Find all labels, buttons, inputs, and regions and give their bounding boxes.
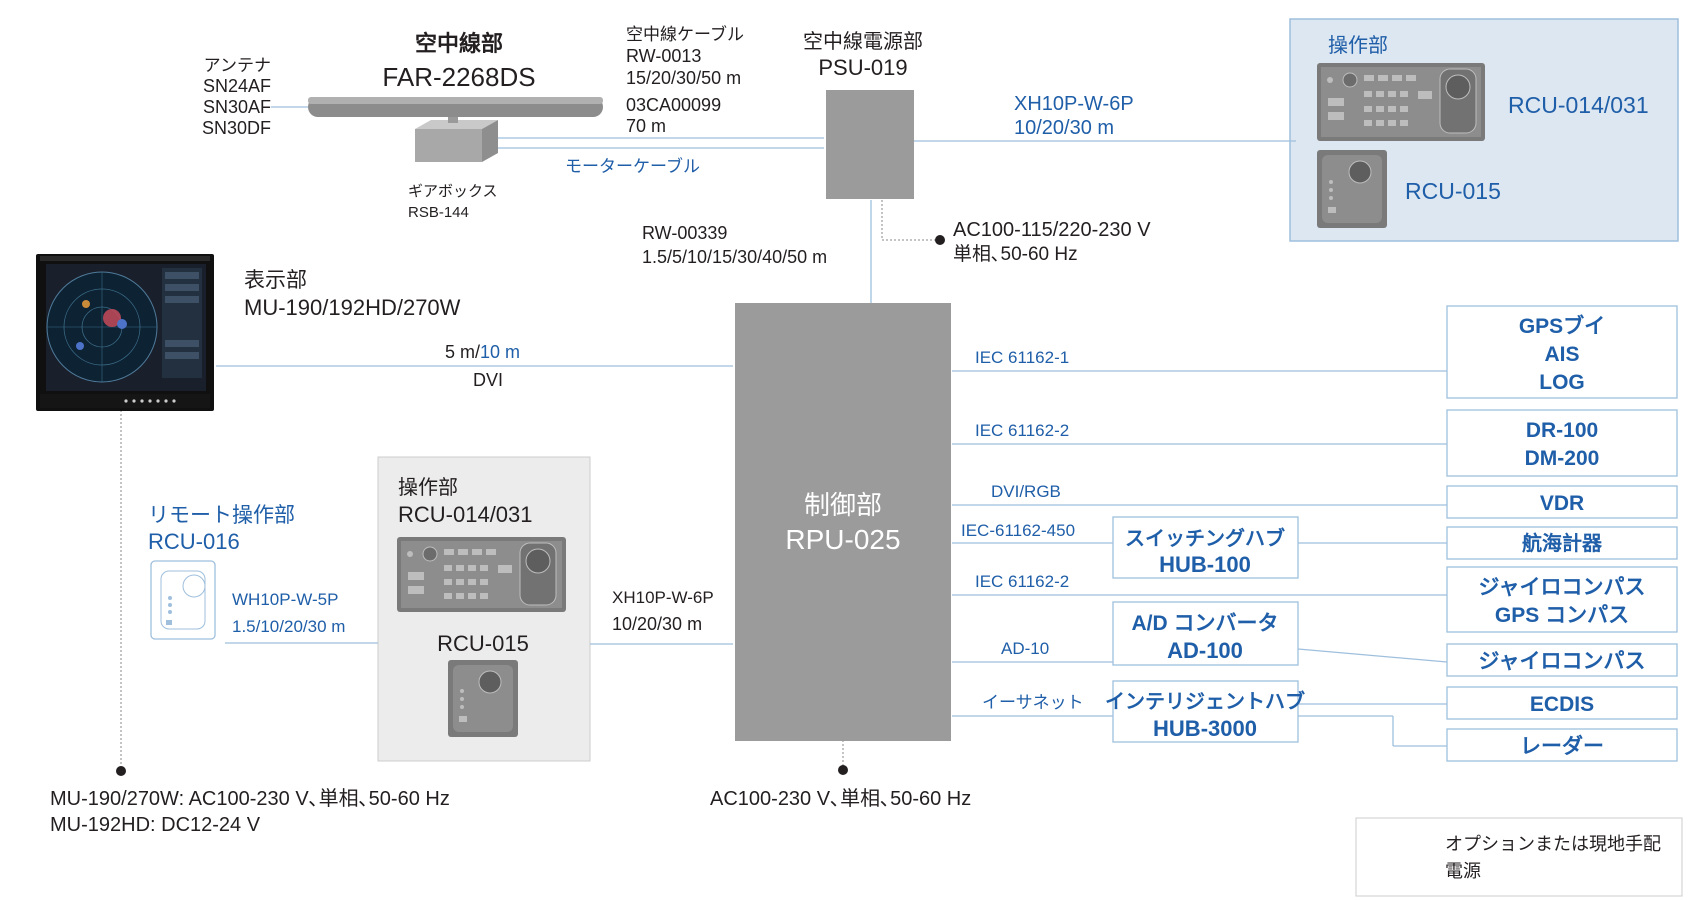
rpu-unit	[735, 303, 951, 741]
legend-power-label: 電源	[1445, 861, 1481, 881]
antenna-cable-title: 空中線ケーブル	[626, 24, 744, 44]
rpu-power-dot	[838, 765, 848, 775]
rcu-015-device-top	[1317, 150, 1387, 228]
antenna-unit-model: FAR-2268DS	[382, 62, 535, 92]
radar-box	[1446, 728, 1678, 762]
device-log: LOG	[1539, 371, 1585, 394]
device-dm-200: DM-200	[1525, 447, 1600, 470]
remote-panel-cable-model: XH10P-W-6P	[1014, 93, 1134, 115]
gearbox-label: ギアボックス	[408, 183, 498, 200]
antenna-model-1: SN24AF	[203, 76, 271, 96]
rcu-014-device-mid	[397, 537, 566, 612]
control-panel-top-unit1: RCU-014/031	[1508, 92, 1649, 118]
intelligent-hub-line2: HUB-3000	[1153, 716, 1257, 741]
gyro-box	[1446, 643, 1678, 677]
nav-instrument-box	[1446, 526, 1678, 560]
remote-control-model: RCU-016	[148, 529, 240, 554]
rpu-model: RPU-025	[785, 524, 900, 555]
gearbox-model: RSB-144	[408, 204, 469, 221]
switch-hub-box	[1112, 516, 1299, 579]
ad-converter-line1: A/D コンバータ	[1132, 612, 1279, 635]
device-vdr: VDR	[1540, 492, 1584, 515]
device-gyro-compass-1: ジャイロコンパス	[1479, 576, 1646, 599]
rcu-015-device-mid	[448, 660, 518, 737]
gyro-gps-box	[1446, 566, 1678, 633]
display-power-line2: MU-192HD: DC12-24 V	[50, 814, 261, 836]
ad-converter-box	[1112, 601, 1299, 666]
antenna-model-3: SN30DF	[202, 118, 271, 138]
display-monitor	[36, 254, 214, 411]
control-panel-mid-unit2: RCU-015	[437, 631, 529, 656]
display-title: 表示部	[244, 269, 307, 292]
intelligent-hub-line1: インテリジェントハブ	[1105, 689, 1305, 713]
device-gps-compass: GPS コンパス	[1495, 604, 1629, 627]
antenna-cable-alt-length: 70 m	[626, 116, 666, 136]
interface-ethernet: イーサネット	[982, 693, 1084, 712]
legend-frame	[1355, 817, 1683, 897]
connection-lines	[216, 106, 1448, 845]
legend-option-label: オプションまたは現地手配	[1445, 834, 1661, 854]
psu-cable-lengths: 1.5/5/10/15/30/40/50 m	[642, 247, 827, 267]
interface-iec-2a: IEC 61162-2	[975, 421, 1069, 440]
antenna-radiator	[308, 97, 603, 117]
mid-cable-lengths: 10/20/30 m	[612, 614, 702, 634]
antenna-cable-model: RW-0013	[626, 46, 701, 66]
control-panel-top-title: 操作部	[1328, 34, 1388, 57]
device-gps-buoy: GPSブイ	[1519, 314, 1605, 338]
psu-model: PSU-019	[818, 55, 907, 80]
rcu-014-device-top	[1317, 63, 1485, 141]
power-lines	[120, 200, 1435, 871]
dr-dm-box	[1446, 409, 1678, 477]
rpu-title: 制御部	[804, 490, 882, 520]
device-dr-100: DR-100	[1526, 419, 1598, 442]
control-panel-mid-title: 操作部	[398, 476, 458, 499]
device-nav-instrument: 航海計器	[1522, 531, 1603, 555]
psu-power-line2: 単相､50-60 Hz	[953, 243, 1078, 265]
antenna-unit-title: 空中線部	[415, 31, 503, 56]
display-model: MU-190/192HD/270W	[244, 295, 461, 320]
intelligent-hub-box	[1112, 680, 1299, 743]
gearbox-unit	[415, 117, 498, 162]
switch-hub-line2: HUB-100	[1159, 552, 1251, 577]
dvi-link-length: 5 m/10 m	[445, 342, 520, 362]
device-gyro-compass-2: ジャイロコンパス	[1479, 650, 1646, 673]
remote-control-cable-lengths: 1.5/10/20/30 m	[232, 617, 345, 636]
motor-cable-label: モーターケーブル	[565, 156, 700, 176]
remote-panel-cable-lengths: 10/20/30 m	[1014, 117, 1114, 139]
psu-title: 空中線電源部	[803, 30, 923, 53]
interface-dvi-rgb: DVI/RGB	[991, 482, 1061, 501]
device-ecdis: ECDIS	[1530, 693, 1594, 716]
interface-iec-2b: IEC 61162-2	[975, 572, 1069, 591]
interface-iec-450: IEC-61162-450	[961, 521, 1075, 540]
ad-converter-line2: AD-100	[1167, 638, 1243, 663]
remote-control-device	[150, 560, 216, 640]
remote-control-title: リモート操作部	[148, 504, 295, 527]
interface-iec-1: IEC 61162-1	[975, 348, 1069, 367]
mid-cable-model: XH10P-W-6P	[612, 588, 714, 607]
psu-power-line1: AC100-115/220-230 V	[953, 219, 1151, 241]
display-power-dot	[116, 766, 126, 776]
vdr-box	[1446, 485, 1678, 519]
device-radar: レーダー	[1520, 734, 1604, 758]
psu-power-dot	[935, 235, 945, 245]
psu-cable-model: RW-00339	[642, 223, 727, 243]
remote-control-cable-model: WH10P-W-5P	[232, 590, 338, 609]
antenna-label: アンテナ	[204, 56, 271, 75]
gps-ais-log-box	[1446, 305, 1678, 399]
device-ais: AIS	[1544, 343, 1579, 366]
control-panel-top-unit2: RCU-015	[1405, 178, 1501, 204]
antenna-cable-alt-model: 03CA00099	[626, 95, 721, 115]
display-power-line1: MU-190/270W: AC100-230 V､単相､50-60 Hz	[50, 787, 450, 810]
rpu-power-text: AC100-230 V､単相､50-60 Hz	[710, 787, 971, 810]
interface-ad-10: AD-10	[1001, 639, 1049, 658]
antenna-model-2: SN30AF	[203, 97, 271, 117]
switch-hub-line1: スイッチングハブ	[1125, 526, 1285, 550]
psu-unit	[826, 90, 914, 199]
antenna-cable-lengths: 15/20/30/50 m	[626, 68, 741, 88]
dvi-link-type: DVI	[473, 370, 503, 390]
control-panel-mid-unit1: RCU-014/031	[398, 502, 533, 527]
ecdis-box	[1446, 686, 1678, 720]
